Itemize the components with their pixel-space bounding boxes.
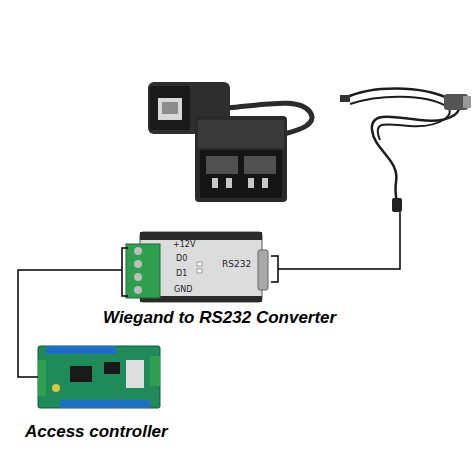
usb-plug [340, 95, 350, 102]
converter-top [140, 232, 262, 240]
controller-terminal [60, 400, 150, 408]
scanner-led [248, 178, 254, 188]
bracket [271, 256, 278, 282]
scanner-front [200, 150, 282, 198]
scanner-window [244, 156, 276, 174]
bracket [122, 248, 128, 296]
pin-label: GND [174, 285, 192, 294]
terminal-screw [134, 273, 142, 281]
scanner-led [212, 178, 218, 188]
wire [278, 212, 400, 269]
pin-label: +12V [173, 240, 195, 249]
port-label: RS232 [222, 259, 251, 269]
cable-end [392, 198, 402, 212]
terminal-block [126, 244, 160, 298]
device-caption: Wiegand to RS232 Converter [103, 308, 336, 328]
converter-box: +12VD0D1GNDRS232Wiegand to RS232 Convert… [122, 232, 262, 302]
chip [70, 366, 92, 382]
rj45-pins [162, 102, 178, 114]
terminal-screw [134, 260, 142, 268]
chip [104, 362, 120, 374]
terminal-screw [134, 247, 142, 255]
pin-label: D1 [176, 269, 187, 278]
pin-label: D0 [176, 254, 187, 263]
serial-cable [345, 89, 459, 209]
controller-terminal [46, 346, 116, 354]
db9-shell [463, 96, 471, 108]
terminal-screw [134, 286, 142, 294]
relay [126, 360, 144, 388]
rj45-face [150, 86, 190, 130]
db9-connector [258, 250, 268, 290]
rj45-jack [158, 98, 182, 120]
device-caption: Access controller [25, 422, 168, 442]
dip-switch [197, 262, 202, 266]
controller-board [38, 346, 160, 408]
controller-terminal [150, 356, 160, 386]
serial-cable [350, 97, 450, 140]
dip-switch [197, 269, 202, 273]
capacitor [52, 384, 60, 392]
scanner-led [226, 178, 232, 188]
scanner-led [262, 178, 268, 188]
scanner-window [206, 156, 238, 174]
controller-box: Access controller [38, 346, 160, 408]
scanner-body [195, 116, 287, 202]
controller-terminal [38, 360, 46, 396]
scanner-top [198, 120, 284, 148]
